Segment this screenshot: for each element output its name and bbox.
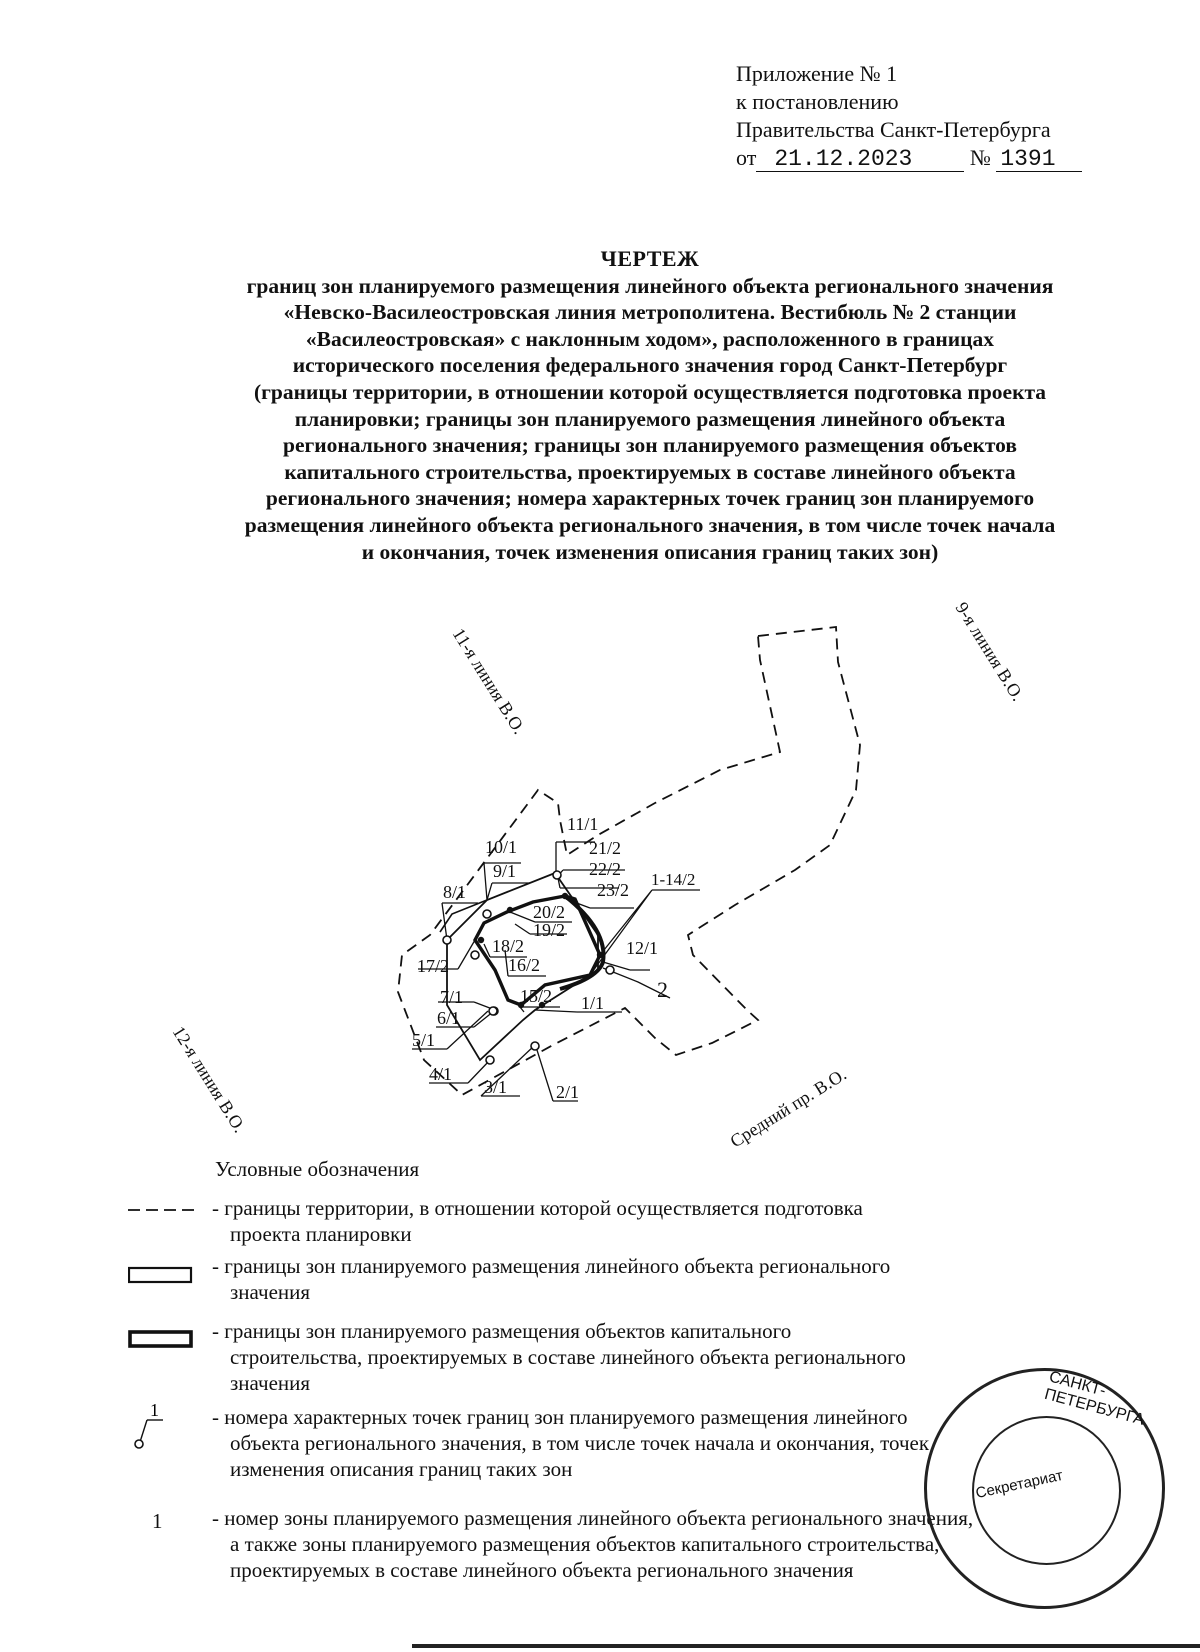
point-label: 17/2 [417,956,449,976]
title-line: и окончания, точек изменения описания гр… [361,539,939,564]
legend-text: - границы территории, в отношении которо… [212,1196,863,1220]
annex-header: Приложение № 1 к постановлению Правитель… [736,60,1083,172]
planning-territory-boundary [397,625,861,1097]
legend-text: строительства, проектируемых в составе л… [230,1345,906,1369]
legend-text: объекта регионального значения, в том чи… [230,1431,930,1455]
title-line: регионального значения; границы зон план… [283,433,1017,458]
outer-zone-line [439,899,488,933]
legend-text: значения [230,1371,311,1395]
decree-number: 1391 [996,147,1083,172]
point-label: 10/1 [485,837,517,857]
title-line: регионального значения; номера характерн… [265,486,1035,511]
legend-text: проектируемых в составе линейного объект… [230,1558,854,1582]
street-label-sredniy: Средний пр. В.О. [727,1064,850,1151]
legend-item-point-numbers: - номера характерных точек границ зон пл… [212,1404,1112,1482]
point-label: 6/1 [437,1008,460,1028]
title-line: «Василеостровская» с наклонным ходом», р… [305,326,995,351]
title-line: границ зон планируемого размещения линей… [246,273,1054,298]
point-label: 2 [657,977,668,1002]
bottom-edge-rule [412,1644,1200,1648]
legend-text: проекта планировки [230,1222,412,1246]
legend-text: а также зоны планируемого размещения объ… [230,1532,940,1556]
legend-text: значения [230,1280,311,1304]
point-label: 15/2 [520,986,552,1006]
legend-item-capital-zone: - границы зон планируемого размещения об… [212,1318,1112,1396]
point-markers [442,870,615,1065]
decree-date: 21.12.2023 [756,147,965,172]
legend-text: - номер зоны планируемого размещения лин… [212,1506,974,1530]
point-label: 12/1 [626,938,658,958]
point-label: 7/1 [440,987,463,1007]
legend-item-linear-zone: - границы зон планируемого размещения ли… [212,1253,1112,1305]
point-label: 4/1 [429,1064,452,1084]
legend-item-planning-territory: - границы территории, в отношении которо… [212,1195,1112,1247]
legend-text: - границы зон планируемого размещения ли… [212,1254,891,1278]
thin-rect-symbol [128,1266,193,1284]
annex-line-2: к постановлению [736,89,899,114]
point-label: 11/1 [567,814,598,834]
curved-boundary [559,894,606,991]
street-label-12-line: 12-я линия В.О. [169,1023,250,1137]
point-label: 21/2 [589,838,621,858]
legend-text: - номера характерных точек границ зон пл… [212,1405,908,1429]
official-seal-stamp: Секретариат САНКТ-ПЕТЕРБУРГА [924,1368,1165,1609]
title-line: капитального строительства, проектируемы… [284,459,1016,484]
street-label-9-line: 9-я линия В.О. [952,600,1029,704]
title-line: исторического поселения федерального зна… [292,353,1008,378]
street-label-11-line: 11-я линия В.О. [449,625,530,738]
point-label: 5/1 [412,1030,435,1050]
zone-number-symbol: 1 [152,1509,163,1533]
point-label: 16/2 [508,955,540,975]
site-plan-drawing: 11/1 10/1 9/1 21/2 22/2 23/2 1-14/2 8/1 … [169,600,1029,1151]
point-label: 1-14/2 [651,870,695,889]
annex-line-1: Приложение № 1 [736,61,898,86]
seal-inner-ring [972,1416,1121,1565]
point-label: 9/1 [493,861,516,881]
annex-line-3: Правительства Санкт-Петербурга [736,117,1051,142]
title-heading: ЧЕРТЕЖ [600,246,700,271]
linear-object-zone-boundary [446,871,599,1062]
point-label: 23/2 [597,880,629,900]
point-label: 2/1 [556,1082,579,1102]
number-label: № [969,145,991,170]
point-dots [477,892,604,1009]
from-label: от [736,145,757,170]
title-line: размещения линейного объекта регионально… [244,512,1056,537]
point-label: 22/2 [589,859,621,879]
legend-item-zone-number: - номер зоны планируемого размещения лин… [212,1505,1112,1583]
point-label: 1/1 [581,993,604,1013]
svg-text:1: 1 [150,1400,159,1420]
title-line: планировки; границы зон планируемого раз… [294,406,1006,431]
legend-text: изменения описания границ таких зон [230,1457,573,1481]
legend-title: Условные обозначения [215,1157,420,1181]
document-title: ЧЕРТЕЖ границ зон планируемого размещени… [160,246,1140,565]
dashed-line-symbol [128,1209,194,1211]
point-label: 8/1 [443,882,466,902]
title-line: (границы территории, в отношении которой… [253,379,1047,404]
point-label: 3/1 [484,1077,507,1097]
title-line: «Невско-Василеостровская линия метрополи… [283,300,1017,325]
point-label: 19/2 [533,920,565,940]
thick-rect-symbol [128,1330,193,1348]
point-label: 20/2 [533,902,565,922]
legend-text: - границы зон планируемого размещения об… [212,1319,792,1343]
point-marker-symbol: 1 [134,1400,163,1449]
point-label: 18/2 [492,936,524,956]
